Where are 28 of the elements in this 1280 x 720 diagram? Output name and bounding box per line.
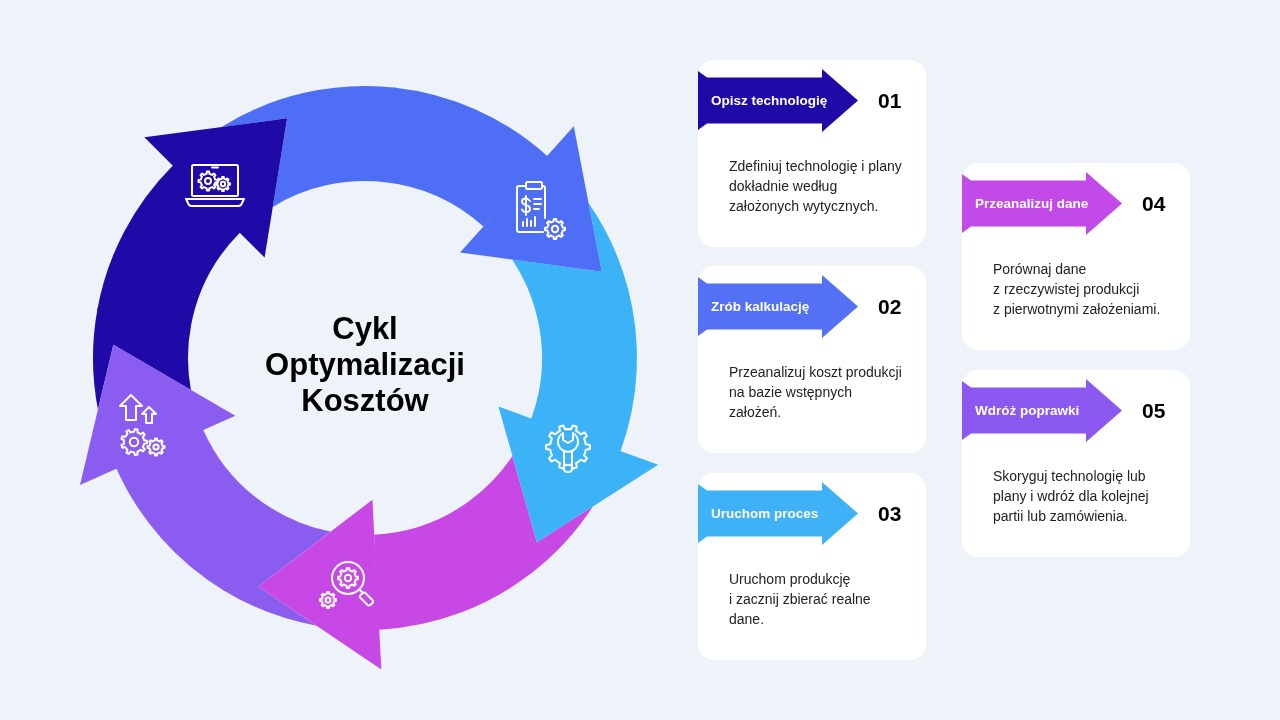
step-title: Wdróż poprawki <box>975 402 1080 420</box>
step-card <box>698 60 926 247</box>
arrow-tag <box>698 275 858 338</box>
step-description: Porównaj dane z rzeczywistej produkcji z pierwotnymi założeniami. <box>993 260 1162 319</box>
step-title: Opisz technologię <box>711 92 828 110</box>
ring-segment <box>222 508 331 626</box>
step-number: 03 <box>878 502 902 526</box>
step-title: Przeanalizuj dane <box>975 195 1089 213</box>
arrow-tag <box>698 69 858 132</box>
step-number: 01 <box>878 89 902 113</box>
step-description: Uruchom produkcję i zacznij zbierać realne dane. <box>729 570 872 629</box>
arrow-tag <box>962 379 1122 442</box>
ring-segment <box>512 203 629 314</box>
diagram-title: Cykl Optymalizacji Kosztów <box>265 311 465 419</box>
step-description: Skoryguj technologię lub plany i wdróż dla kolejnej partii lub zamówienia. <box>993 467 1150 526</box>
arrow-tag <box>698 482 858 545</box>
step-card <box>698 473 926 660</box>
step-title: Uruchom proces <box>711 505 819 523</box>
arrow-tag <box>962 172 1122 235</box>
step-description: Zdefiniuj technologię i plany dokładnie według założonych wytycznych. <box>729 157 903 216</box>
step-card <box>698 266 926 453</box>
step-card <box>962 163 1190 350</box>
step-number: 05 <box>1142 399 1166 423</box>
step-number: 04 <box>1142 192 1166 216</box>
step-title: Zrób kalkulację <box>711 298 810 316</box>
step-card <box>962 370 1190 557</box>
step-description: Przeanalizuj koszt produkcji na bazie wstępnych założeń. <box>729 363 903 422</box>
step-number: 02 <box>878 295 902 319</box>
